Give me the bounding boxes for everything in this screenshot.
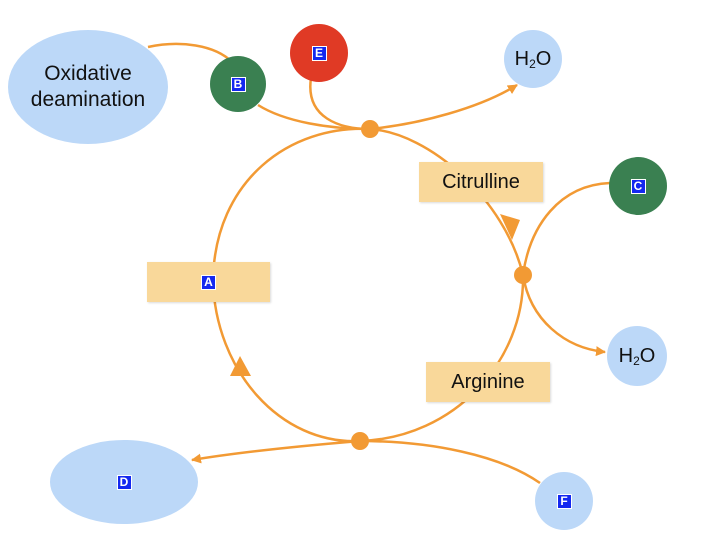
oxidative-label-line2: deamination [30, 88, 146, 111]
link-b-to-top-junction [257, 103, 371, 131]
cycle-bottom-right-arc [359, 274, 525, 443]
water-right-label: H2O [618, 344, 656, 368]
link-bottom-junction-to-d [191, 439, 361, 464]
junction-right [514, 266, 532, 284]
badge-a: A [201, 274, 216, 290]
cycle-direction-arrow-left [230, 356, 251, 376]
link-f-to-bottom-junction [359, 439, 541, 485]
badge-b: B [230, 76, 246, 92]
box-a: A [147, 262, 270, 302]
cycle-direction-arrow-right [500, 214, 520, 240]
link-right-junction-to-water [521, 274, 606, 357]
node-c: C [609, 157, 667, 215]
node-e: E [290, 24, 348, 82]
badge-f: F [556, 493, 572, 509]
node-b: B [210, 56, 266, 112]
link-oxidative-to-b [147, 42, 233, 63]
badge-c: C [630, 178, 646, 194]
junction-bottom [351, 432, 369, 450]
badge-d: D [116, 474, 132, 490]
arginine-label: Arginine [451, 370, 525, 393]
junction-top [361, 120, 379, 138]
link-e-to-top-junction [309, 77, 371, 131]
node-f: F [535, 472, 593, 530]
water-right-node: H2O [607, 326, 667, 386]
oxidative-label-line1: Oxidative [44, 62, 132, 85]
badge-e: E [311, 45, 327, 61]
water-top-label: H2O [514, 47, 552, 71]
node-d: D [50, 440, 198, 524]
link-c-to-right-junction [521, 181, 611, 276]
water-top-node: H2O [504, 30, 562, 88]
citrulline-label: Citrulline [442, 170, 520, 193]
box-arginine: Arginine [426, 362, 550, 402]
oxidative-deamination-node: Oxidative deamination [8, 30, 168, 144]
link-top-junction-to-water [369, 83, 518, 131]
box-citrulline: Citrulline [419, 162, 543, 202]
cycle-top-right-arc [369, 127, 525, 276]
